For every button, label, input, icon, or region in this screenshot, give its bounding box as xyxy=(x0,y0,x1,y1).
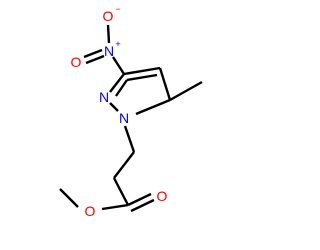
bond-n1-ch2 xyxy=(123,125,136,153)
bond-nitro-o-left-a xyxy=(83,48,103,59)
atom-nitro-o-left: O xyxy=(71,54,82,70)
bond-c3-c4 xyxy=(123,66,161,76)
bond-ch2-ch2 xyxy=(113,151,135,179)
bond-o-methyl xyxy=(59,188,79,208)
bond-ch2-carbonyl-c xyxy=(112,177,130,206)
bond-c5-methyl xyxy=(169,80,203,102)
bond-c-o-single xyxy=(101,203,129,211)
bond-nitro-o-left-b xyxy=(85,54,105,65)
bond-n2-c3-inner xyxy=(115,79,128,97)
bond-n2-c3 xyxy=(109,73,125,93)
charge-nitro-n: + xyxy=(115,39,120,49)
atom-ester-o-carbonyl: O xyxy=(157,188,168,204)
atom-ring-n1: N xyxy=(119,110,129,126)
bond-layer xyxy=(59,24,203,213)
molecule-canvas: N + O − O N N O O xyxy=(59,4,203,219)
bond-c-o-double-b xyxy=(130,198,155,213)
charge-nitro-o-top: − xyxy=(115,4,120,14)
bond-nitro-o-top xyxy=(106,24,111,44)
atom-label-layer: N + O − O N N O O xyxy=(71,4,168,219)
bond-c5-n1 xyxy=(135,98,171,116)
bond-c4-c5 xyxy=(158,67,172,101)
bond-c3-c4-inner xyxy=(126,73,158,82)
atom-nitro-n: N xyxy=(104,43,114,59)
atom-nitro-o-top: O xyxy=(103,8,114,24)
bond-c3-nitro xyxy=(111,56,126,75)
molecule-structure: N + O − O N N O O xyxy=(59,4,203,219)
atom-ester-o-methoxy: O xyxy=(85,203,96,219)
bond-c-o-double-a xyxy=(127,192,152,207)
atom-ring-n2: N xyxy=(99,89,109,105)
bond-n1-n2 xyxy=(109,102,119,112)
